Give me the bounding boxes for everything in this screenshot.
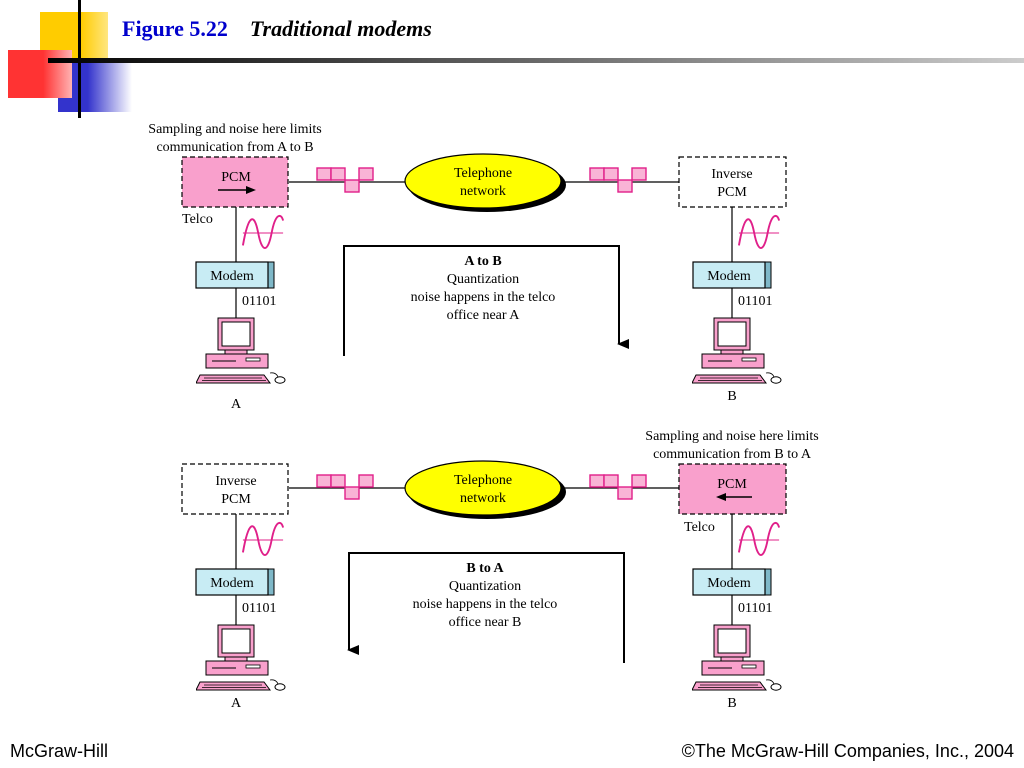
- bottom-telco-label: Telco: [684, 520, 715, 535]
- top-note-line2: communication from A to B: [156, 140, 313, 155]
- bottom-pcm-box: [678, 463, 787, 515]
- figure-title: Traditional modems: [249, 16, 432, 41]
- bottom-note-line1: Sampling and noise here limits: [645, 429, 818, 444]
- bottom-telephone-network: [404, 460, 562, 516]
- top-network-line1: Telephone: [454, 166, 512, 181]
- bottom-pcm-label: PCM: [717, 477, 747, 492]
- bottom-direction-bracket: [347, 552, 625, 663]
- bottom-computer-b: [692, 624, 782, 691]
- bottom-modem-left: [195, 568, 269, 596]
- bottom-network-line1: Telephone: [454, 473, 512, 488]
- top-pulses-left: [316, 167, 374, 193]
- top-pcm-box: [181, 156, 289, 208]
- top-direction-line2: noise happens in the telco: [411, 290, 556, 305]
- bottom-pcm-arrow-head: [716, 493, 726, 501]
- top-direction-bracket: [343, 245, 629, 356]
- bottom-pulses-right: [589, 474, 647, 500]
- top-pcm-arrow-head: [246, 186, 256, 194]
- bottom-network-line2: network: [460, 491, 506, 506]
- bottom-computer-a: [196, 624, 286, 691]
- top-wave-left: [241, 214, 285, 250]
- top-modem-right-label: Modem: [707, 269, 751, 284]
- bottom-panel: Sampling and noise here limits communica…: [181, 429, 819, 711]
- deco-horizontal-line: [48, 58, 1024, 63]
- top-panel: Sampling and noise here limits communica…: [148, 122, 787, 412]
- bottom-pulses-left: [316, 474, 374, 500]
- bottom-modem-right: [692, 568, 766, 596]
- bottom-inverse-line2: PCM: [221, 492, 251, 507]
- top-inverse-line2: PCM: [717, 185, 747, 200]
- top-direction-title: A to B: [464, 254, 501, 269]
- top-modem-left-label: Modem: [210, 269, 254, 284]
- top-computer-b: [692, 317, 782, 384]
- bottom-direction-line1: Quantization: [449, 579, 521, 594]
- top-bits-left: 01101: [242, 294, 276, 309]
- bottom-inverse-line1: Inverse: [215, 474, 256, 489]
- bottom-computer-a-label: A: [231, 696, 242, 711]
- top-computer-b-label: B: [727, 389, 736, 404]
- top-pulses-right: [589, 167, 647, 193]
- top-telco-label: Telco: [182, 212, 213, 227]
- bottom-inverse-pcm-box: [181, 463, 289, 515]
- top-pcm-label: PCM: [221, 170, 251, 185]
- bottom-computer-b-label: B: [727, 696, 736, 711]
- top-network-line2: network: [460, 184, 506, 199]
- top-modem-left: [195, 261, 269, 289]
- footer-copyright: ©The McGraw-Hill Companies, Inc., 2004: [681, 741, 1014, 761]
- top-inverse-pcm-box: [678, 156, 787, 208]
- top-direction-line1: Quantization: [447, 272, 519, 287]
- bottom-direction-line3: office near B: [449, 615, 522, 630]
- bottom-direction-line2: noise happens in the telco: [413, 597, 558, 612]
- figure-number: Figure 5.22: [122, 16, 228, 41]
- bottom-modem-left-label: Modem: [210, 576, 254, 591]
- bottom-note-line2: communication from B to A: [653, 447, 812, 462]
- bottom-wave-right: [737, 521, 781, 557]
- footer-publisher: McGraw-Hill: [10, 741, 108, 761]
- bottom-wave-left: [241, 521, 285, 557]
- top-telephone-network: [404, 153, 562, 209]
- top-note-line1: Sampling and noise here limits: [148, 122, 321, 137]
- top-wave-right: [737, 214, 781, 250]
- top-computer-a: [196, 317, 286, 384]
- bottom-direction-title: B to A: [466, 561, 504, 576]
- slide-title: Figure 5.22 Traditional modems: [122, 16, 432, 42]
- top-inverse-line1: Inverse: [711, 167, 752, 182]
- top-modem-right: [692, 261, 766, 289]
- bottom-bits-left: 01101: [242, 601, 276, 616]
- top-computer-a-label: A: [231, 397, 242, 412]
- top-direction-line3: office near A: [447, 308, 521, 323]
- bottom-modem-right-label: Modem: [707, 576, 751, 591]
- bottom-bits-right: 01101: [738, 601, 772, 616]
- top-bits-right: 01101: [738, 294, 772, 309]
